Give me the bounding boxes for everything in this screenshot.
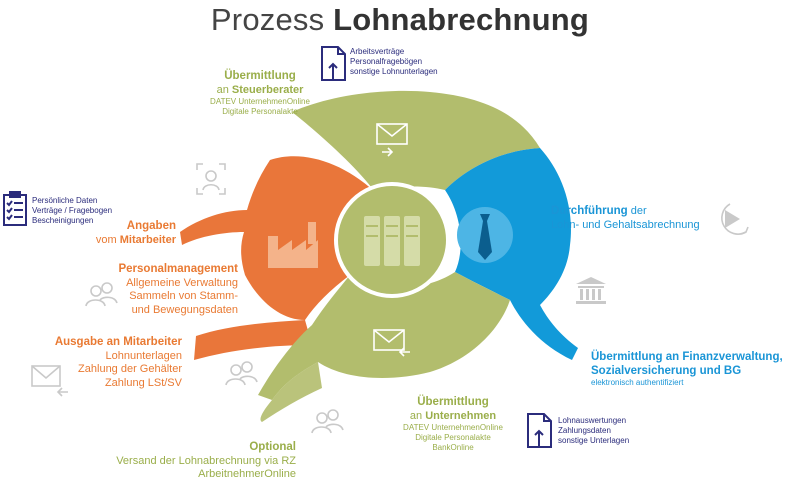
- personal-data-list: Persönliche Daten Verträge / Fragebogen …: [32, 196, 112, 226]
- durchfuehrung-block: Durchführung der Lohn- und Gehaltsabrech…: [551, 205, 700, 232]
- play-replay-icon: [721, 203, 749, 235]
- people-icon-1: [85, 282, 118, 307]
- optional-block: Optional Versand der Lohnabrechnung via …: [60, 441, 296, 482]
- ausgabe-block: Ausgabe an Mitarbeiter Lohnunterlagen Za…: [20, 336, 182, 390]
- bank-icon: [576, 277, 606, 304]
- mail-reply-icon: [373, 329, 410, 357]
- personal-data-item: Persönliche Daten: [32, 196, 98, 205]
- ausgabe-prefix: Ausgabe an: [54, 336, 124, 348]
- ausgabe-item: Zahlung der Gehälter: [78, 363, 182, 375]
- steuerberater-heading: Übermittlung: [224, 70, 296, 82]
- personalmanagement-item: Allgemeine Verwaltung: [126, 276, 238, 289]
- tie-icon: [478, 214, 492, 260]
- server-icon: [364, 216, 420, 266]
- finanz-heading: Übermittlung an Finanzverwaltung,: [591, 351, 783, 363]
- document-upload-icon-bottom: [527, 413, 552, 448]
- orange-lower-arm: [194, 320, 312, 360]
- personalmanagement-block: Personalmanagement Allgemeine Verwaltung…: [80, 263, 238, 317]
- optional-item: ArbeitnehmerOnline: [198, 468, 296, 480]
- docs-bottom-item: sonstige Unterlagen: [558, 436, 630, 445]
- mail-forward-icon: [376, 123, 408, 157]
- angaben-block: Angaben vom Mitarbeiter: [70, 220, 176, 247]
- unternehmen-sub: BankOnline: [432, 443, 474, 452]
- docs-top-item: sonstige Lohnunterlagen: [350, 67, 438, 76]
- people-icon-2: [225, 361, 258, 386]
- ausgabe-item: Zahlung LSt/SV: [104, 376, 182, 389]
- ausgabe-target: Mitarbeiter: [123, 336, 182, 348]
- document-upload-icon-top: [321, 46, 346, 81]
- unternehmen-sub: Digitale Personalakte: [415, 433, 491, 442]
- steuerberater-sub: Digitale Personalakte: [222, 107, 298, 116]
- docs-top-item: Personalfragebögen: [350, 57, 423, 66]
- finanz-block: Übermittlung an Finanzverwaltung, Sozial…: [591, 351, 783, 388]
- steuerberater-target: Steuerberater: [231, 83, 304, 96]
- personal-data-item: Bescheinigungen: [32, 216, 94, 225]
- factory-icon: [268, 222, 318, 268]
- optional-item: Versand der Lohnabrechnung via RZ: [116, 454, 296, 467]
- docs-bottom-item: Zahlungsdaten: [558, 426, 611, 435]
- unternehmen-heading: Übermittlung: [417, 396, 489, 408]
- steuerberater-sub: DATEV UnternehmenOnline: [210, 97, 310, 106]
- personalmanagement-item: Sammeln von Stamm-: [129, 290, 238, 302]
- unternehmen-block: Übermittlung an Unternehmen DATEV Untern…: [388, 396, 518, 453]
- optional-heading: Optional: [249, 441, 296, 453]
- finanz-heading: Sozialversicherung und BG: [591, 364, 742, 377]
- person-frame-icon: [196, 163, 226, 195]
- docs-top-item: Arbeitsverträge: [350, 47, 405, 56]
- personalmanagement-heading: Personalmanagement: [118, 263, 238, 275]
- angaben-prefix: vom: [95, 233, 120, 246]
- green-bottom-segment: [258, 272, 510, 400]
- unternehmen-prefix: an: [409, 409, 426, 422]
- blue-right-segment: [445, 148, 578, 360]
- angaben-heading: Angaben: [126, 220, 176, 232]
- mail-reply-icon-gray: [31, 365, 68, 397]
- docs-bottom-item: Lohnauswertungen: [558, 416, 627, 425]
- green-top-segment: [292, 90, 540, 192]
- unternehmen-sub: DATEV UnternehmenOnline: [403, 423, 503, 432]
- page-title: Prozess Lohnabrechnung: [210, 2, 590, 37]
- durchfuehrung-heading: Durchführung: [551, 205, 628, 217]
- steuerberater-prefix: an: [216, 83, 232, 96]
- personal-data-item: Verträge / Fragebogen: [32, 206, 113, 215]
- steuerberater-block: Übermittlung an Steuerberater DATEV Unte…: [185, 70, 335, 117]
- people-icon-3: [311, 409, 344, 434]
- finanz-sub: elektronisch authentifiziert: [591, 378, 684, 387]
- green-bottom-arm: [260, 362, 322, 422]
- unternehmen-target: Unternehmen: [425, 409, 497, 422]
- docs-top-list: Arbeitsverträge Personalfragebögen sonst…: [350, 47, 438, 77]
- durchfuehrung-sub: Lohn- und Gehaltsabrechnung: [551, 218, 700, 231]
- ausgabe-item: Lohnunterlagen: [105, 349, 182, 362]
- personalmanagement-item: und Bewegungsdaten: [131, 303, 238, 316]
- clipboard-checklist-icon: [3, 191, 27, 226]
- durchfuehrung-suffix: der: [627, 205, 647, 217]
- angaben-target: Mitarbeiter: [119, 233, 176, 246]
- docs-bottom-list: Lohnauswertungen Zahlungsdaten sonstige …: [558, 416, 629, 446]
